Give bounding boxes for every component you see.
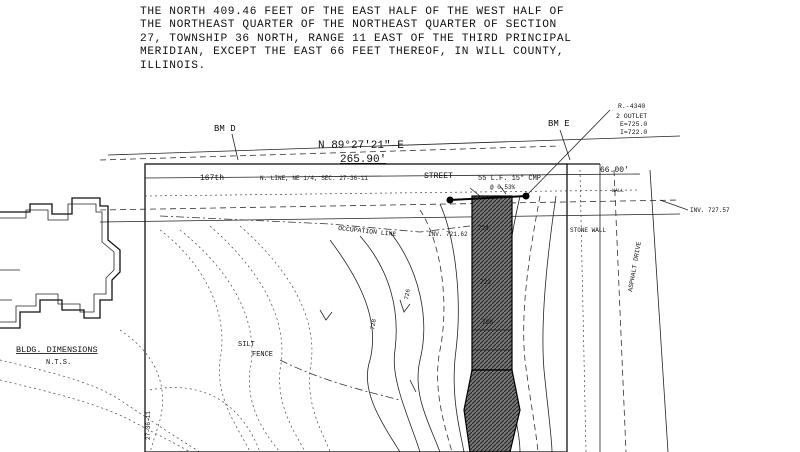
bm-elevation-label: R.-4340 xyxy=(618,103,645,110)
bearing-label: N 89°27'21" E xyxy=(318,140,404,152)
contour-label-722: 722 xyxy=(480,279,491,286)
outlet-invert-label: I=722.0 xyxy=(620,129,647,136)
contour-label-720: 720 xyxy=(482,319,493,326)
bm-e-leader xyxy=(559,129,571,161)
distance-label: 265.90' xyxy=(340,154,386,166)
occupation-line xyxy=(159,215,471,233)
asphalt-drive-label: ASPHALT DRIVE xyxy=(627,241,643,292)
flow-arrows xyxy=(319,299,417,393)
outlet-elevation-label: E=725.0 xyxy=(620,121,647,128)
north-section-line xyxy=(99,135,681,161)
occupation-line-label: OCCUPATION LINE xyxy=(338,225,397,238)
wall-label: WALL xyxy=(612,188,624,194)
silt-fence-line xyxy=(279,359,401,401)
cmp-label: 55 L.F. 15" CMP xyxy=(478,175,541,183)
right-invert-leader xyxy=(659,199,689,211)
contour-label-728: 728 xyxy=(369,318,378,330)
legal-description: THE NORTH 409.46 FEET OF THE EAST HALF O… xyxy=(140,6,660,73)
contour-lines-center xyxy=(329,195,557,452)
property-boundary xyxy=(144,163,568,452)
contour-lines-left xyxy=(0,225,331,452)
right-of-way-lines xyxy=(579,164,669,452)
legal-line-4: MERIDIAN, EXCEPT THE EAST 66 FEET THEREO… xyxy=(140,46,565,59)
legal-line-3: 27, TOWNSHIP 36 NORTH, RANGE 11 EAST OF … xyxy=(140,32,572,45)
right-of-way-label: 66.00' xyxy=(600,166,629,175)
adjacent-building-outline xyxy=(0,197,121,329)
legal-line-2: THE NORTHEAST QUARTER OF THE NORTHEAST Q… xyxy=(140,19,557,32)
right-invert-label: INV. 727.57 xyxy=(690,207,730,214)
street-name-label: 167th xyxy=(200,174,224,183)
culvert-pipe xyxy=(446,185,530,204)
silt-fence-label-2: FENCE xyxy=(252,351,273,359)
bm-e-label: BM E xyxy=(548,119,570,129)
contour-label-724: 724 xyxy=(478,225,489,232)
drainage-swale xyxy=(463,195,521,452)
invert-label: INV. 721.62 xyxy=(428,231,468,238)
legal-line-5: ILLINOIS. xyxy=(140,59,206,72)
cmp-slope-label: @ 0.53% xyxy=(490,184,516,191)
bldg-dimensions-label: BLDG. DIMENSIONS xyxy=(16,345,98,355)
silt-fence-label-1: SILT xyxy=(238,341,255,349)
nts-label: N.T.S. xyxy=(46,359,71,367)
section-ref-label: 27-36-11 xyxy=(145,411,152,440)
street-label: STREET xyxy=(424,172,453,181)
outlet-label: 2 OUTLET xyxy=(616,113,647,120)
stone-wall-label: STONE WALL xyxy=(570,227,606,234)
bm-d-leader xyxy=(231,133,239,161)
bm-d-label: BM D xyxy=(214,124,236,134)
street-lines xyxy=(99,173,681,223)
section-line-label: N. LINE, NE 1/4, SEC. 27-36-11 xyxy=(260,175,368,182)
legal-line-1: THE NORTH 409.46 FEET OF THE EAST HALF O… xyxy=(140,6,565,18)
contour-label-726: 726 xyxy=(403,288,412,300)
